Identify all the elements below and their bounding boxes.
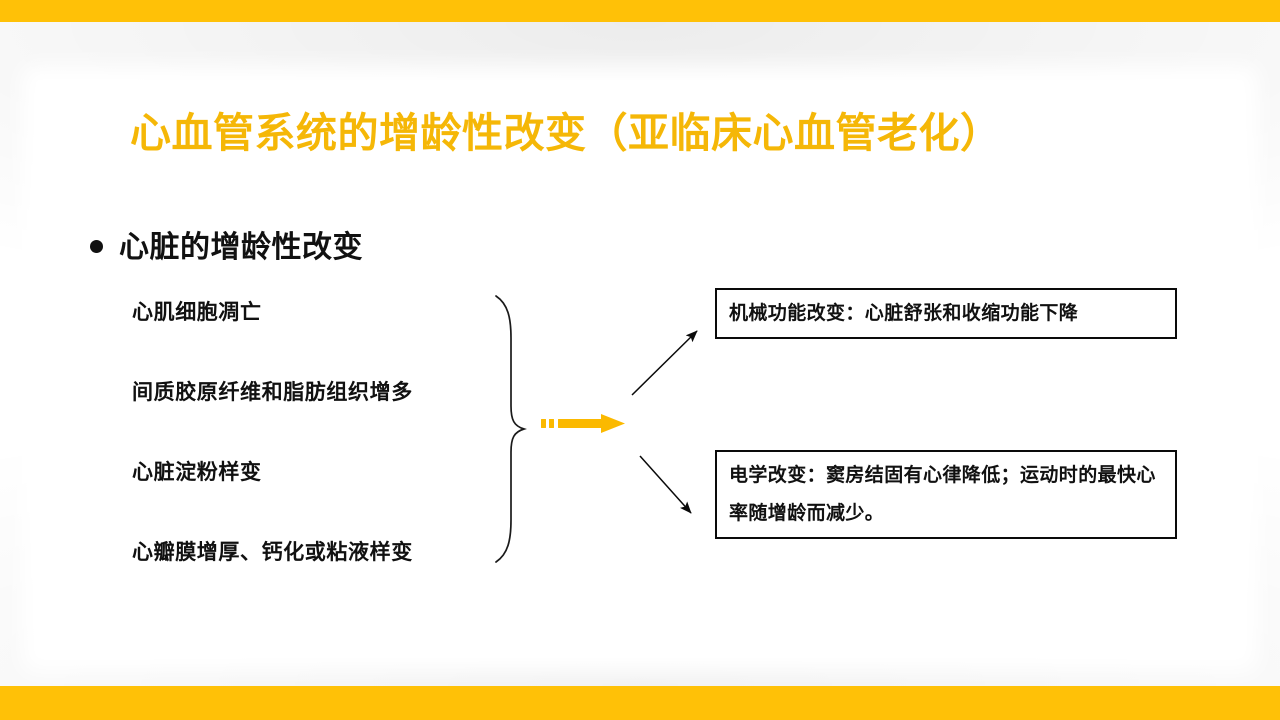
page-title: 心血管系统的增龄性改变（亚临床心血管老化） [130, 110, 1002, 156]
branch-connectors [631, 330, 698, 514]
list-item: 心脏淀粉样变 [132, 461, 262, 484]
thin-arrow-down-right-icon [639, 455, 692, 514]
list-item: 间质胶原纤维和脂肪组织增多 [132, 381, 413, 404]
right-curly-brace-icon [495, 295, 527, 563]
section-heading-row: 心脏的增龄性改变 [90, 222, 363, 266]
thin-arrow-up-right-icon [631, 330, 698, 396]
outcome-box-mechanical: 机械功能改变：心脏舒张和收缩功能下降 [715, 288, 1177, 339]
bullet-dot-icon [90, 239, 103, 253]
bottom-accent-bar [0, 686, 1280, 720]
section-heading-label: 心脏的增龄性改变 [119, 231, 363, 264]
outcome-box-electrical-text: 电学改变：窦房结固有心律降低；运动时的最快心率随增龄而减少。 [729, 464, 1156, 524]
causes-list: 心肌细胞凋亡 间质胶原纤维和脂肪组织增多 心脏淀粉样变 心瓣膜增厚、钙化或粘液样… [132, 300, 512, 620]
outcome-box-electrical: 电学改变：窦房结固有心律降低；运动时的最快心率随增龄而减少。 [715, 450, 1177, 539]
top-accent-bar [0, 0, 1280, 22]
list-item: 心肌细胞凋亡 [132, 301, 262, 324]
outcome-box-mechanical-text: 机械功能改变：心脏舒张和收缩功能下降 [729, 302, 1079, 324]
dashed-block-arrow-right-icon [541, 414, 625, 433]
list-item: 心瓣膜增厚、钙化或粘液样变 [132, 541, 413, 564]
